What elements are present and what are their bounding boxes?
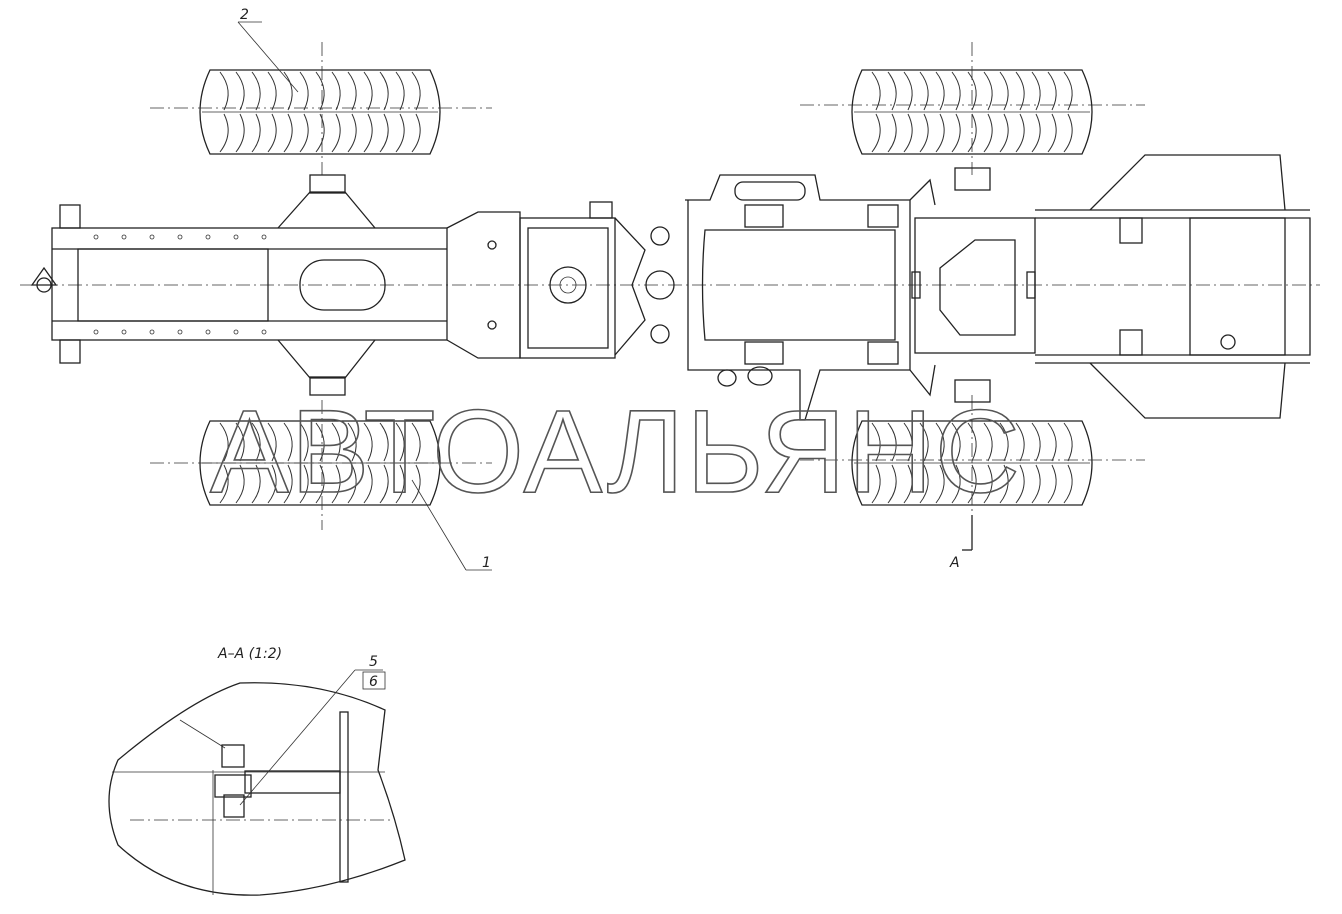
section-marker-label: A bbox=[949, 555, 960, 571]
callout-leaders bbox=[237, 21, 973, 571]
section-detail bbox=[108, 669, 406, 896]
callout-2: 2 bbox=[240, 7, 249, 23]
rear-left-tyre bbox=[199, 69, 441, 155]
front-frame bbox=[685, 154, 1311, 421]
watermark-text: АВТОАЛЬЯНС bbox=[210, 386, 1022, 518]
turntable bbox=[519, 201, 675, 359]
callout-6: 6 bbox=[369, 674, 378, 690]
section-title: A–A (1:2) bbox=[217, 646, 282, 662]
callout-1: 1 bbox=[482, 555, 491, 571]
callout-5: 5 bbox=[369, 654, 378, 670]
